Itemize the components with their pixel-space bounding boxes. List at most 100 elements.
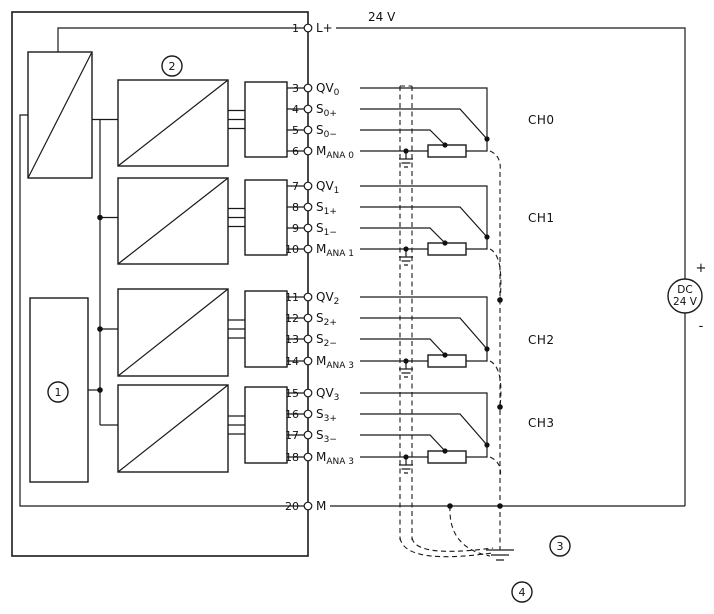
dac-bus-ch2	[228, 319, 245, 339]
terminal-6	[303, 146, 313, 156]
power-supply-diagonal	[27, 51, 93, 179]
callout-1: 1	[47, 381, 69, 403]
pin-label: S2+	[316, 311, 337, 328]
pin-label: S3+	[316, 407, 337, 424]
pin-label: S1+	[316, 200, 337, 217]
wire-qv-ch1	[360, 185, 488, 250]
pin-label: MANA 3	[316, 450, 354, 467]
dac-bus-ch3	[228, 415, 245, 435]
pin-label: S3−	[316, 428, 337, 445]
pin-number: 10	[285, 243, 299, 256]
pin-number: 1	[292, 22, 299, 35]
module-boundary	[11, 11, 309, 557]
junction-dot	[403, 454, 409, 460]
pin-label: MANA 3	[316, 354, 354, 371]
pin-label-lplus: L+	[316, 21, 333, 35]
pin-label: S2−	[316, 332, 337, 349]
wire-lplus-internal	[57, 27, 308, 52]
pin-number: 11	[285, 291, 299, 304]
bonding-connector-ch2	[489, 360, 502, 408]
pin-label: S0−	[316, 123, 337, 140]
wire-splus-ch2	[360, 317, 488, 350]
callout-number: 2	[169, 60, 176, 73]
terminal-11	[303, 292, 313, 302]
junction-dot	[484, 346, 490, 352]
output-feeds-ch2	[287, 296, 305, 362]
junction-dot	[442, 142, 448, 148]
terminal-7	[303, 181, 313, 191]
output-feeds-ch0	[287, 87, 305, 152]
earth-symbol-main	[486, 549, 514, 561]
pin-number: 16	[285, 408, 299, 421]
pin-number: 14	[285, 355, 299, 368]
junction-dot	[447, 503, 453, 509]
channel-name: CH0	[528, 113, 555, 127]
ground-symbol-ch2	[399, 361, 413, 378]
callout-3: 3	[549, 535, 571, 557]
junction-dot	[403, 358, 409, 364]
supply-rail	[336, 27, 686, 506]
wire-m-internal	[19, 114, 308, 507]
pin-label: QV1	[316, 179, 339, 196]
channel-name: CH2	[528, 333, 555, 347]
channel-name: CH3	[528, 416, 555, 430]
junction-dot	[97, 214, 103, 221]
terminal-14	[303, 356, 313, 366]
callout-number: 3	[557, 540, 564, 553]
terminal-15	[303, 388, 313, 398]
terminal-16	[303, 409, 313, 419]
dc-source-symbol	[667, 278, 703, 314]
supply-voltage-label: 24 V	[368, 10, 396, 24]
junction-dot	[403, 246, 409, 252]
pin-number: 6	[292, 145, 299, 158]
junction-dot	[484, 442, 490, 448]
terminal-18	[303, 452, 313, 462]
dac-diagonal-ch0	[117, 79, 229, 167]
junction-dot	[442, 448, 448, 454]
callout-circle	[549, 535, 571, 557]
pin-number: 8	[292, 201, 299, 214]
bonding-connector-ch1	[489, 248, 502, 301]
junction-dot	[484, 234, 490, 240]
dac-diagonal-ch2	[117, 288, 229, 377]
wire-qv-ch3	[360, 392, 488, 458]
bus-branches	[100, 118, 118, 426]
junction-dot	[497, 297, 503, 303]
callout-number: 1	[55, 386, 62, 399]
pin-label: S1−	[316, 221, 337, 238]
wire-splus-ch1	[360, 206, 488, 238]
ground-symbol-ch1	[399, 249, 413, 266]
wire-qv-ch0	[360, 87, 488, 152]
wire-splus-ch3	[360, 413, 488, 446]
pin-number: 9	[292, 222, 299, 235]
pin-number: 5	[292, 124, 299, 137]
wire-sminus-ch0	[360, 129, 446, 146]
output-feeds-ch1	[287, 185, 305, 250]
wire-sminus-ch1	[360, 227, 446, 244]
terminal-8	[303, 202, 313, 212]
wire-splus-ch0	[360, 108, 488, 140]
pin-label: QV0	[316, 81, 340, 98]
junction-dot	[442, 352, 448, 358]
pin-number: 18	[285, 451, 299, 464]
terminal-1	[303, 23, 313, 33]
channel-name: CH1	[528, 211, 555, 225]
load-ch0	[427, 144, 467, 158]
pin-number: 7	[292, 180, 299, 193]
junction-dot	[97, 326, 103, 332]
pin-number: 13	[285, 333, 299, 346]
wire-sminus-ch2	[360, 338, 446, 356]
dac-diagonal-ch1	[117, 177, 229, 265]
channel-ch2-labels: 11 QV2 12 S2+ 13 S2− 14 MANA 3 CH2	[285, 290, 555, 371]
load-ch2	[427, 354, 467, 368]
pin-label: MANA 1	[316, 242, 354, 259]
dc-minus-sign: -	[699, 319, 704, 334]
dc-plus-sign: +	[696, 261, 707, 276]
junction-dot	[497, 503, 503, 509]
pin-number: 4	[292, 103, 299, 116]
callout-4: 4	[511, 581, 533, 603]
internal-bus	[92, 118, 101, 425]
output-stage-ch0	[244, 81, 288, 158]
